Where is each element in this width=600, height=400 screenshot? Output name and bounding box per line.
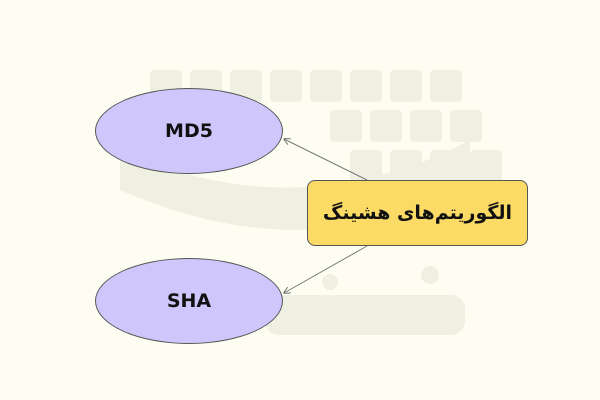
edge-root-to-sha (284, 245, 368, 293)
node-hashing-algorithms: الگوریتم‌های هشینگ (307, 180, 528, 246)
watermark-wordmark (265, 266, 465, 335)
node-sha: SHA (95, 258, 283, 344)
node-md5-label: MD5 (165, 120, 213, 142)
node-md5: MD5 (95, 88, 283, 174)
node-hashing-algorithms-label: الگوریتم‌های هشینگ (322, 202, 513, 224)
edge-root-to-md5 (284, 139, 368, 181)
node-sha-label: SHA (166, 290, 212, 312)
